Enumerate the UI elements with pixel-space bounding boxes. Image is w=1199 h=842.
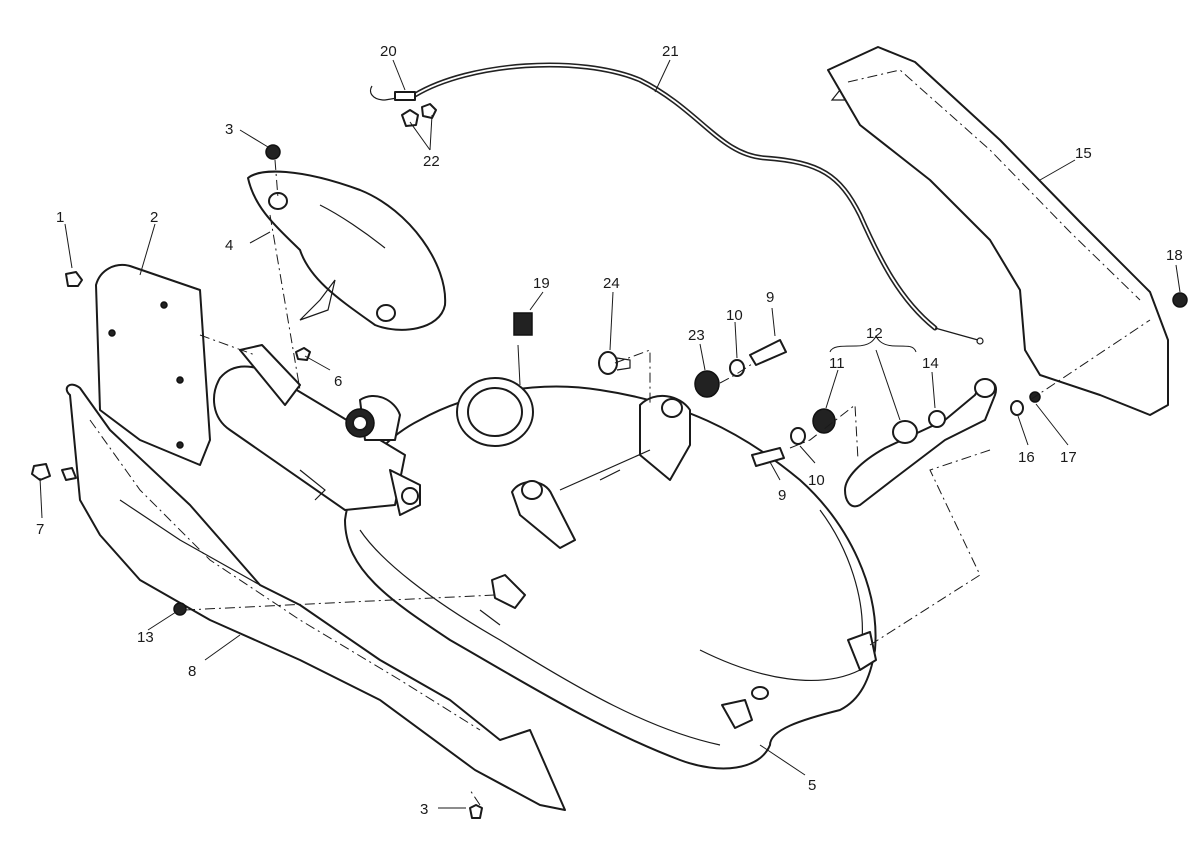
callout-23: 23 [688,327,705,344]
assembly-lines [184,159,1151,806]
callout-17: 17 [1060,449,1077,466]
callout-2: 2 [150,209,158,226]
callout-10-top: 10 [726,307,743,324]
callout-21: 21 [662,43,679,60]
callout-3-bottom: 3 [420,801,428,818]
callout-9-top: 9 [766,289,774,306]
part-5-muffler-body [344,377,877,770]
callout-leaders [39,59,1181,809]
callout-6: 6 [334,373,342,390]
callout-1: 1 [56,209,64,226]
callout-3-top: 3 [225,121,233,138]
part-22-nuts [401,103,437,127]
callout-22: 22 [423,153,440,170]
callout-18: 18 [1166,247,1183,264]
part-4-heat-guard [247,170,447,331]
callout-12: 12 [866,325,883,342]
callout-9-bottom: 9 [778,487,786,504]
callout-24: 24 [603,275,620,292]
inlet-pipe-clamp [213,344,421,516]
callout-8: 8 [188,663,196,680]
callout-11: 11 [829,355,845,372]
hardware-pieces [31,144,1188,819]
callout-19: 19 [533,275,550,292]
callout-15: 15 [1075,145,1092,162]
callout-labels: 1 2 3 3 4 5 6 7 8 9 9 10 10 11 12 13 14 … [36,43,1183,818]
part-8-lower-guard [65,383,566,811]
callout-14: 14 [922,355,939,372]
part-21-cable [369,62,984,345]
callout-10-bottom: 10 [808,472,825,489]
callout-13: 13 [137,629,154,646]
callout-20: 20 [380,43,397,60]
callout-5: 5 [808,777,816,794]
callout-16: 16 [1018,449,1035,466]
callout-4: 4 [225,237,233,254]
part-2-plate [95,264,211,466]
callout-7: 7 [36,521,44,538]
part-15-heat-shield [827,46,1169,416]
